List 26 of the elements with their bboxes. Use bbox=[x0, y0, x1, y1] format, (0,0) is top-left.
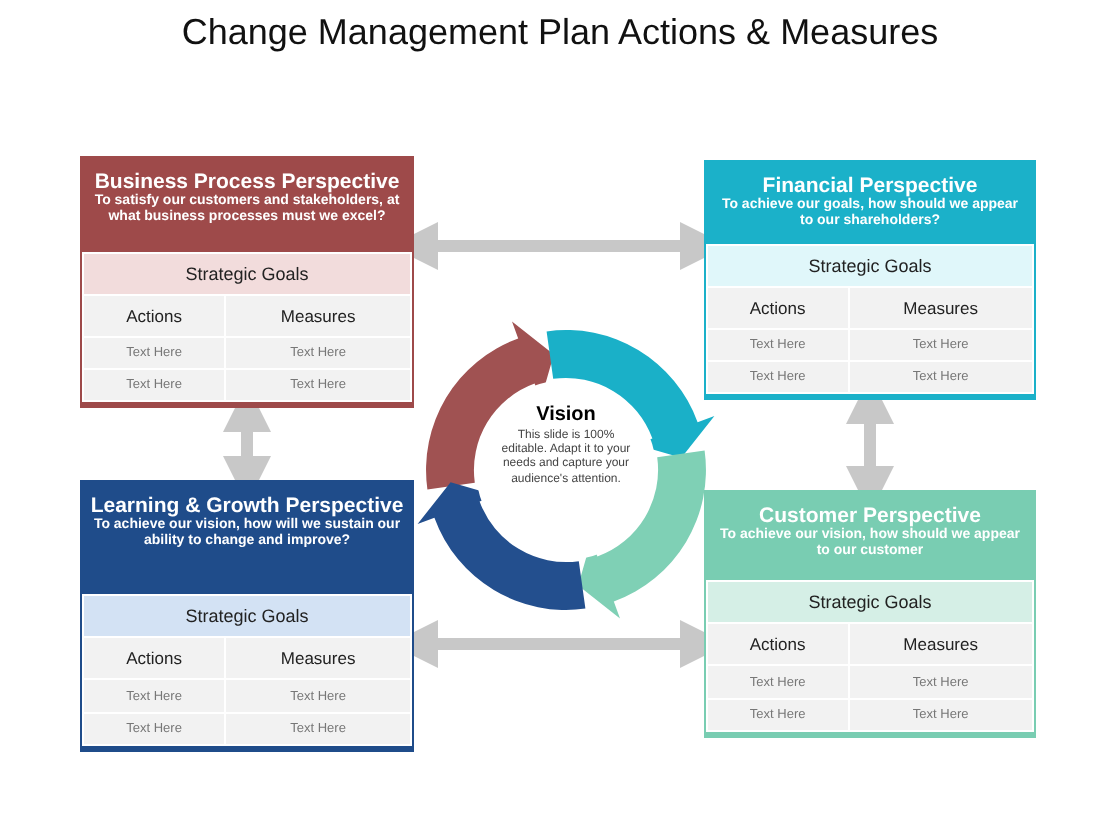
column-header: Actions bbox=[707, 623, 849, 666]
table-heading: Strategic Goals bbox=[83, 595, 411, 638]
perspective-card bbox=[80, 480, 414, 752]
column-header: Measures bbox=[848, 286, 1033, 329]
column-header: Actions bbox=[83, 294, 226, 337]
perspective-card bbox=[80, 156, 414, 408]
card-title: Customer Perspective bbox=[759, 504, 983, 528]
goals-table bbox=[706, 580, 1034, 736]
goals-table bbox=[82, 252, 412, 406]
slide-title: Change Management Plan Actions & Measures bbox=[179, 12, 941, 54]
table-heading: Strategic Goals bbox=[707, 245, 1033, 287]
column-header: Measures bbox=[225, 294, 411, 337]
column-header: Measures bbox=[848, 623, 1033, 666]
card-title: Learning & Growth Perspective bbox=[90, 494, 404, 518]
card-title: Business Process Perspective bbox=[92, 170, 402, 194]
column-header: Measures bbox=[225, 637, 411, 680]
table-heading: Strategic Goals bbox=[707, 581, 1033, 624]
table-heading: Strategic Goals bbox=[83, 253, 411, 295]
perspective-card bbox=[704, 160, 1036, 400]
card-title: Financial Perspective bbox=[762, 174, 980, 198]
goals-table bbox=[706, 244, 1034, 398]
vision-heading: Vision bbox=[534, 404, 598, 426]
column-header: Actions bbox=[707, 286, 849, 329]
perspective-card bbox=[704, 490, 1036, 738]
column-header: Actions bbox=[83, 637, 226, 680]
goals-table bbox=[82, 594, 412, 750]
